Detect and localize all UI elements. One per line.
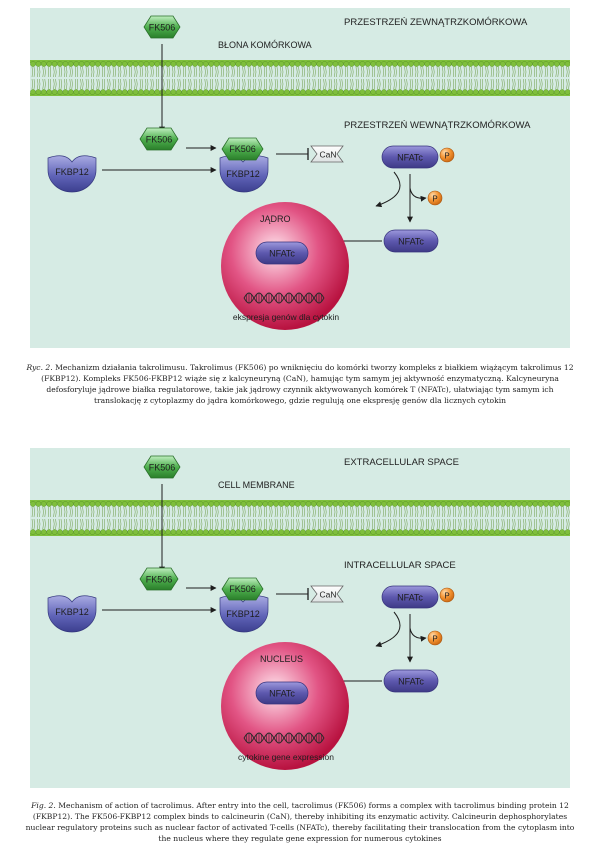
mechanism-diagram: PRZESTRZEŃ ZEWNĄTRZKOMÓRKOWA BŁONA KOMÓR… [30, 8, 570, 348]
fk506-intracellular: FK506 [139, 127, 179, 151]
fk506-intracellular: FK506 [139, 567, 179, 591]
extracellular-space-label: PRZESTRZEŃ ZEWNĄTRZKOMÓRKOWA [344, 17, 528, 28]
phosphate-release-arrow [409, 187, 427, 202]
cell-membrane-label: BŁONA KOMÓRKOWA [218, 40, 312, 50]
cell-membrane [30, 500, 570, 536]
fk506-fkbp12-complex: FK506 FKBP12 [219, 137, 269, 193]
svg-text:NFATc: NFATc [269, 689, 295, 699]
extracellular-space-label: EXTRACELLULAR SPACE [344, 457, 459, 468]
dephosphorylation-arrow [375, 611, 401, 648]
svg-text:FKBP12: FKBP12 [226, 609, 260, 619]
svg-text:FK506: FK506 [149, 463, 176, 473]
svg-text:P: P [444, 152, 449, 161]
svg-text:FK506: FK506 [149, 23, 176, 33]
figure-caption-english: Fig. 2. Mechanism of action of tacrolimu… [22, 800, 578, 844]
figure-caption-polish: Ryc. 2. Mechanizm działania takrolimusu.… [22, 362, 578, 406]
diagram-panel-english: EXTRACELLULAR SPACE CELL MEMBRANE INTRAC… [30, 448, 570, 788]
calcineurin: CaN [310, 145, 344, 163]
caption-label: Fig. 2. [31, 801, 56, 810]
intracellular-space-label: PRZESTRZEŃ WEWNĄTRZKOMÓRKOWA [344, 120, 531, 131]
cell-membrane-label: CELL MEMBRANE [218, 480, 295, 490]
pathway-arrows [102, 44, 427, 287]
fk506-extracellular: FK506 [143, 15, 181, 39]
svg-text:NFATc: NFATc [398, 237, 424, 247]
svg-text:FKBP12: FKBP12 [226, 169, 260, 179]
fk506-fkbp12-complex: FK506 FKBP12 [219, 577, 269, 633]
calcineurin: CaN [310, 585, 344, 603]
svg-text:FKBP12: FKBP12 [55, 167, 89, 177]
intracellular-space-label: INTRACELLULAR SPACE [344, 560, 456, 571]
svg-text:NFATc: NFATc [397, 153, 423, 163]
diagram-panel-polish: PRZESTRZEŃ ZEWNĄTRZKOMÓRKOWA BŁONA KOMÓR… [30, 8, 570, 348]
svg-text:NFATc: NFATc [397, 593, 423, 603]
dna-helix-icon [243, 732, 325, 744]
svg-text:P: P [432, 635, 437, 644]
gene-expression-label: ekspresja genów dla cytokin [233, 312, 340, 322]
svg-text:NFATc: NFATc [269, 249, 295, 259]
nucleus: JĄDRO NFATc ekspresja genów dla cytokin [221, 202, 349, 330]
cell-membrane [30, 60, 570, 96]
nfatc-phosphorylated: NFATc P [381, 585, 455, 609]
caption-text: Mechanism of action of tacrolimus. After… [25, 801, 575, 843]
pathway-arrows [102, 484, 427, 727]
fk506-extracellular: FK506 [143, 455, 181, 479]
phosphate-released: P [427, 630, 443, 646]
dephosphorylation-arrow [375, 171, 401, 208]
svg-text:NFATc: NFATc [398, 677, 424, 687]
svg-text:FK506: FK506 [146, 135, 173, 145]
mechanism-diagram: EXTRACELLULAR SPACE CELL MEMBRANE INTRAC… [30, 448, 570, 788]
fkbp12-protein: FKBP12 [47, 155, 97, 193]
svg-text:P: P [444, 592, 449, 601]
caption-label: Ryc. 2. [26, 363, 53, 372]
phosphate-released: P [427, 190, 443, 206]
nfatc-dephosphorylated: NFATc [383, 229, 439, 253]
dna-helix-icon [243, 292, 325, 304]
phosphate-release-arrow [409, 627, 427, 642]
svg-text:P: P [432, 195, 437, 204]
svg-text:CaN: CaN [319, 150, 336, 160]
svg-text:CaN: CaN [319, 590, 336, 600]
nucleus-label: NUCLEUS [260, 654, 303, 664]
caption-text: Mechanizm działania takrolimusu. Takroli… [41, 363, 574, 405]
svg-text:FK506: FK506 [146, 575, 173, 585]
fkbp12-protein: FKBP12 [47, 595, 97, 633]
svg-text:FKBP12: FKBP12 [55, 607, 89, 617]
nfatc-dephosphorylated: NFATc [383, 669, 439, 693]
nucleus-label: JĄDRO [260, 214, 291, 224]
nfatc-nuclear: NFATc [255, 681, 309, 705]
nfatc-nuclear: NFATc [255, 241, 309, 265]
svg-text:FK506: FK506 [229, 584, 256, 594]
svg-text:FK506: FK506 [229, 144, 256, 154]
gene-expression-label: cytokine gene expression [238, 752, 334, 762]
nfatc-phosphorylated: NFATc P [381, 145, 455, 169]
nucleus: NUCLEUS NFATc cytokine gene expression [221, 642, 349, 770]
